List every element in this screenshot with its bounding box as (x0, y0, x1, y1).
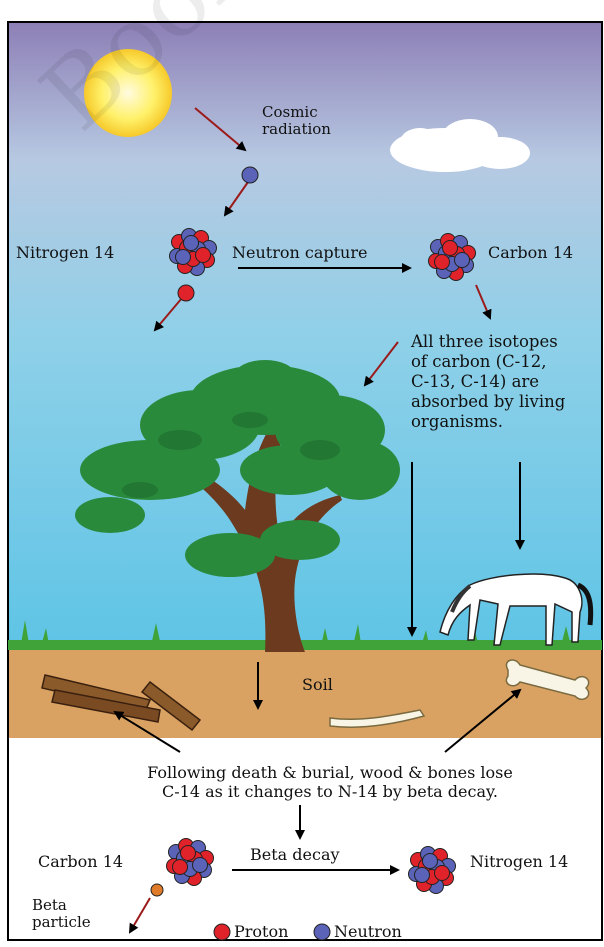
nucleon (196, 248, 211, 263)
neutron-capture-label: Neutron capture (232, 243, 367, 262)
proton-legend-dot (214, 924, 230, 940)
neutron-legend-dot (314, 924, 330, 940)
death-burial-note: Following death & burial, wood & bones l… (70, 763, 590, 801)
nucleon (443, 241, 458, 256)
carbon-14-label-top: Carbon 14 (488, 243, 573, 262)
beta-decay-label: Beta decay (250, 845, 340, 864)
cosmic-radiation-label: Cosmic radiation (262, 104, 362, 138)
beta-particle-dot (151, 884, 163, 896)
neutron-legend-label: Neutron (334, 922, 402, 941)
nucleon (455, 253, 470, 268)
nucleon (415, 868, 430, 883)
proton-legend-label: Proton (234, 922, 288, 941)
soil-label: Soil (302, 675, 333, 694)
nitrogen-14-nucleus-bottom (409, 847, 456, 894)
sun (84, 49, 172, 137)
incoming-neutron (242, 167, 258, 183)
isotopes-note: All three isotopes of carbon (C-12, C-13… (411, 332, 599, 432)
nucleon (435, 255, 450, 270)
nucleon (181, 846, 196, 861)
emitted-proton (178, 285, 194, 301)
beta-particle-label: Beta particle (32, 897, 112, 931)
nucleon (423, 854, 438, 869)
carbon-14-label-bottom: Carbon 14 (38, 852, 123, 871)
nitrogen-14-label-top: Nitrogen 14 (16, 243, 114, 262)
nucleon (193, 858, 208, 873)
nucleon (184, 236, 199, 251)
nitrogen-14-label-bottom: Nitrogen 14 (470, 852, 568, 871)
nucleon (176, 250, 191, 265)
nucleon (435, 866, 450, 881)
carbon-14-nucleus-bottom (167, 839, 214, 886)
nucleon (173, 860, 188, 875)
